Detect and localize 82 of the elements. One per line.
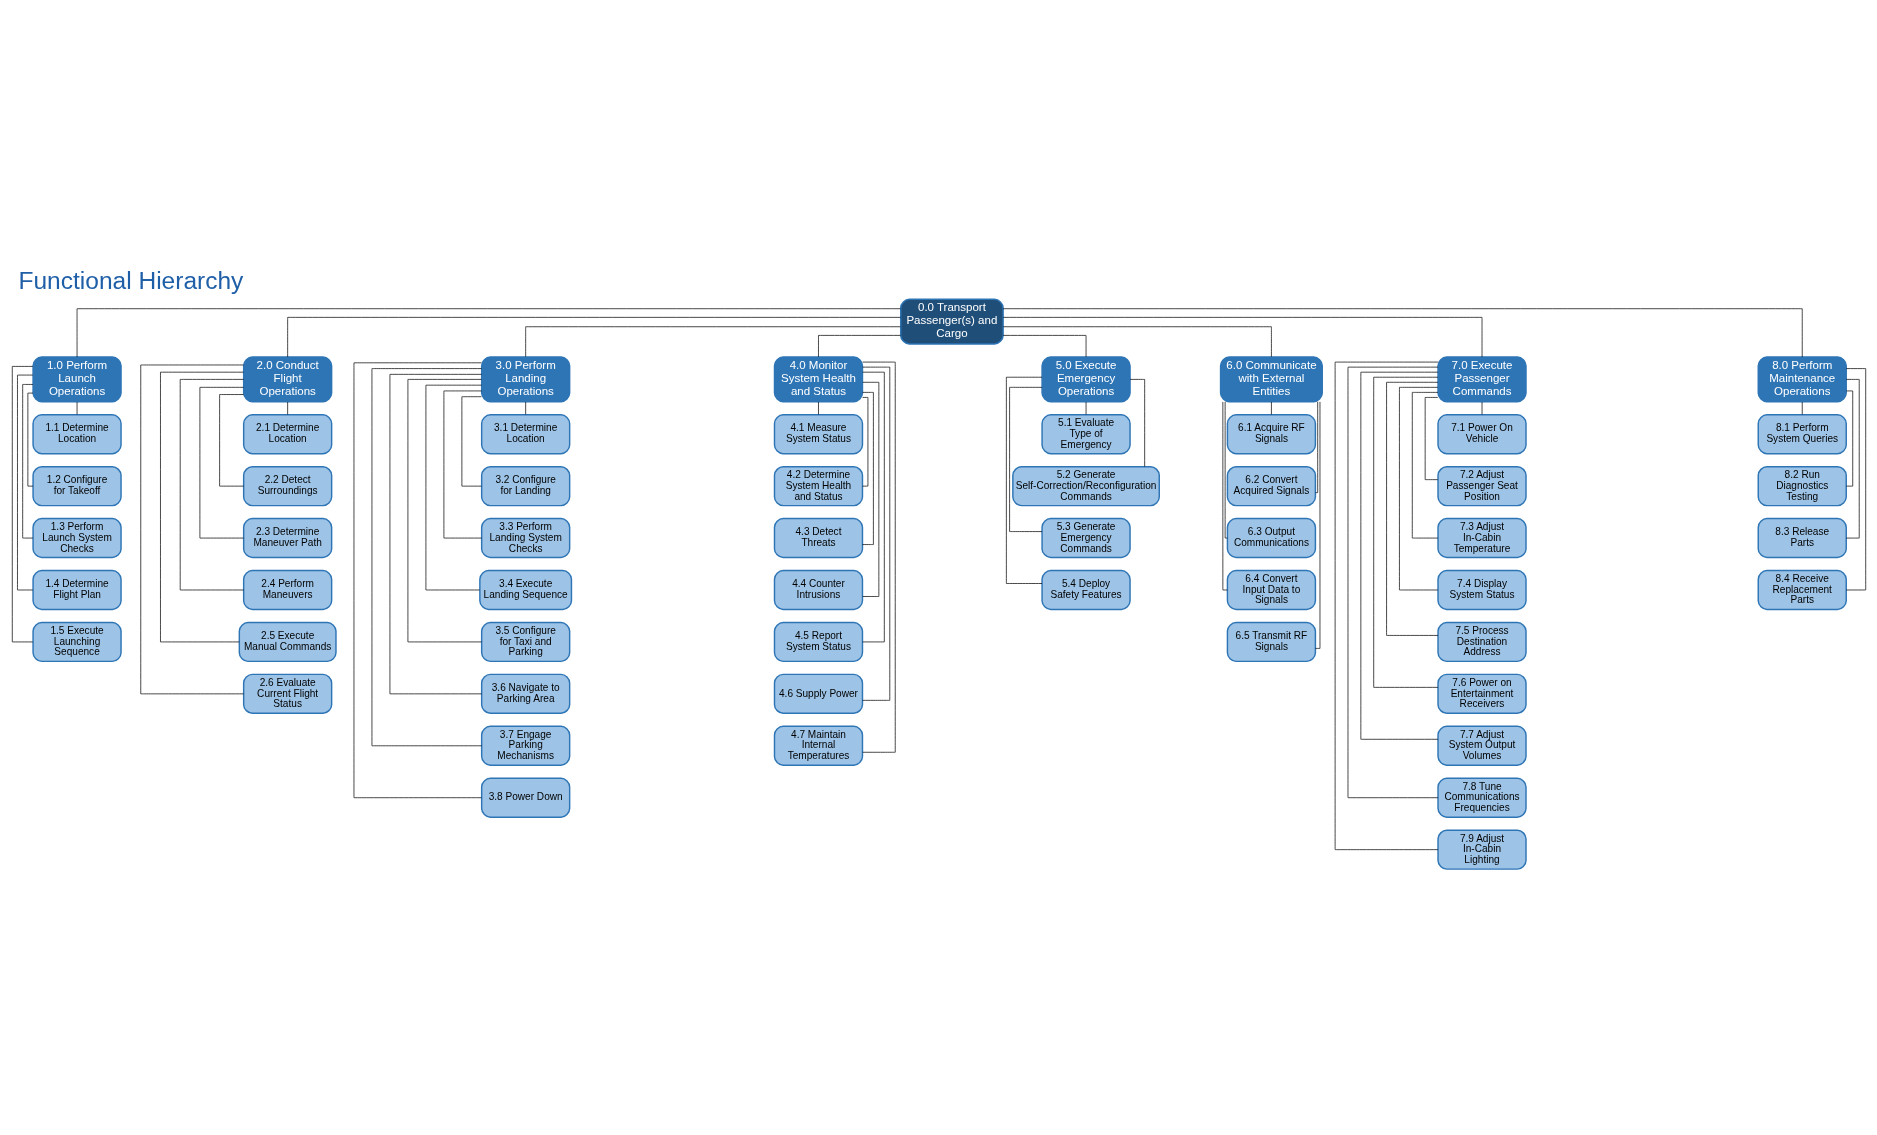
node-box: 4.4 Counter Intrusions xyxy=(773,569,863,610)
connector xyxy=(286,316,901,357)
connector xyxy=(16,374,33,590)
node-box: 6.2 Convert Acquired Signals xyxy=(1226,465,1316,506)
connector xyxy=(817,401,819,415)
node-box: 1.3 Perform Launch System Checks xyxy=(31,517,122,558)
node-box: 4.7 Maintain Internal Temperatures xyxy=(773,725,863,766)
node-box: 1.1 Determine Location xyxy=(31,413,122,454)
node-box: 2.6 Evaluate Current Flight Status xyxy=(242,673,332,714)
node-box: 8.3 Release Parts xyxy=(1757,517,1847,558)
node-box: 7.4 Display System Status xyxy=(1436,569,1527,610)
node-box: 5.2 Generate Self-Correction/Reconfiguration Commands xyxy=(1011,465,1160,506)
node-box: 7.2 Adjust Passenger Seat Position xyxy=(1436,465,1527,506)
connector xyxy=(1424,396,1438,480)
node-box: 3.1 Determine Location xyxy=(480,413,570,454)
node-box: 7.3 Adjust In-Cabin Temperature xyxy=(1436,517,1527,558)
node-box: 7.9 Adjust In-Cabin Lighting xyxy=(1436,828,1527,870)
connector xyxy=(817,334,901,357)
node-box: 8.4 Receive Replacement Parts xyxy=(1757,569,1847,610)
node-box: 4.0 Monitor System Health and Status xyxy=(773,355,863,402)
node-box: 3.2 Configure for Landing xyxy=(480,465,570,506)
node-box: 5.0 Execute Emergency Operations xyxy=(1040,355,1131,402)
node-box: 6.1 Acquire RF Signals xyxy=(1226,413,1316,454)
node-box: 3.8 Power Down xyxy=(480,777,570,818)
node-box: 4.6 Supply Power xyxy=(773,673,863,714)
connector xyxy=(11,365,33,642)
node-box: 5.1 Evaluate Type of Emergency xyxy=(1040,413,1131,454)
connector xyxy=(1002,325,1272,357)
node-box: 4.1 Measure System Status xyxy=(773,413,863,454)
node-box: 3.7 Engage Parking Mechanisms xyxy=(480,725,570,766)
connector xyxy=(861,396,868,486)
connector xyxy=(1008,386,1042,532)
node-box: 1.4 Determine Flight Plan xyxy=(31,569,122,610)
node-box: 2.5 Execute Manual Commands xyxy=(238,621,337,662)
node-box: 5.4 Deploy Safety Features xyxy=(1040,569,1131,610)
node-box: 2.4 Perform Maneuvers xyxy=(242,569,332,610)
node-box: 3.4 Execute Landing Sequence xyxy=(478,569,572,610)
connector xyxy=(1314,401,1320,649)
node-box: 6.4 Convert Input Data to Signals xyxy=(1226,569,1316,610)
connector xyxy=(21,383,33,538)
connector xyxy=(861,391,874,545)
node-box: 8.2 Run Diagnostics Testing xyxy=(1757,465,1847,506)
node-box: 6.5 Transmit RF Signals xyxy=(1226,621,1316,662)
node-box: 5.3 Generate Emergency Commands xyxy=(1040,517,1131,558)
node-box: 6.3 Output Communications xyxy=(1226,517,1316,558)
connector xyxy=(861,381,879,597)
connector xyxy=(1005,376,1042,584)
node-box: 4.3 Detect Threats xyxy=(773,517,863,558)
node-box: 2.2 Detect Surroundings xyxy=(242,465,332,506)
node-box: 6.0 Communicate with External Entities xyxy=(1219,355,1323,402)
connector xyxy=(159,371,244,642)
node-box: 8.0 Perform Maintenance Operations xyxy=(1757,355,1847,402)
connector xyxy=(1385,381,1438,636)
node-box: 7.6 Power on Entertainment Receivers xyxy=(1436,673,1527,714)
node-box: 7.7 Adjust System Output Volumes xyxy=(1436,725,1527,766)
node-box: 4.5 Report System Status xyxy=(773,621,863,662)
node-box: 7.5 Process Destination Address xyxy=(1436,621,1527,662)
node-box: 7.8 Tune Communications Frequencies xyxy=(1436,777,1527,818)
connector xyxy=(1372,376,1438,688)
node-box: 8.1 Perform System Queries xyxy=(1757,413,1847,454)
node-box: 2.3 Determine Maneuver Path xyxy=(242,517,332,558)
connector xyxy=(1398,386,1438,590)
node-box: 7.1 Power On Vehicle xyxy=(1436,413,1527,454)
node-box: 4.2 Determine System Health and Status xyxy=(773,465,863,506)
connector xyxy=(218,393,244,486)
connector xyxy=(1270,401,1272,415)
connector xyxy=(371,367,482,746)
node-box: 2.0 Conduct Flight Operations xyxy=(242,355,332,402)
diagram-title: Functional Hierarchy xyxy=(18,266,243,294)
node-box: 1.5 Execute Launching Sequence xyxy=(31,621,122,662)
connector xyxy=(1334,361,1438,850)
node-box: 7.0 Execute Passenger Commands xyxy=(1436,355,1527,402)
node-box: 1.2 Configure for Takeoff xyxy=(31,465,122,506)
node-box: 2.1 Determine Location xyxy=(242,413,332,454)
node-box: 1.0 Perform Launch Operations xyxy=(31,355,122,402)
node-box: 3.5 Configure for Taxi and Parking xyxy=(480,621,570,662)
node-box: 0.0 Transport Passenger(s) and Cargo xyxy=(899,298,1004,345)
node-box: 3.6 Navigate to Parking Area xyxy=(480,673,570,714)
node-box: 3.0 Perform Landing Operations xyxy=(480,355,570,402)
connector xyxy=(524,401,526,415)
node-box: 3.3 Perform Landing System Checks xyxy=(480,517,570,558)
connector xyxy=(286,401,288,415)
